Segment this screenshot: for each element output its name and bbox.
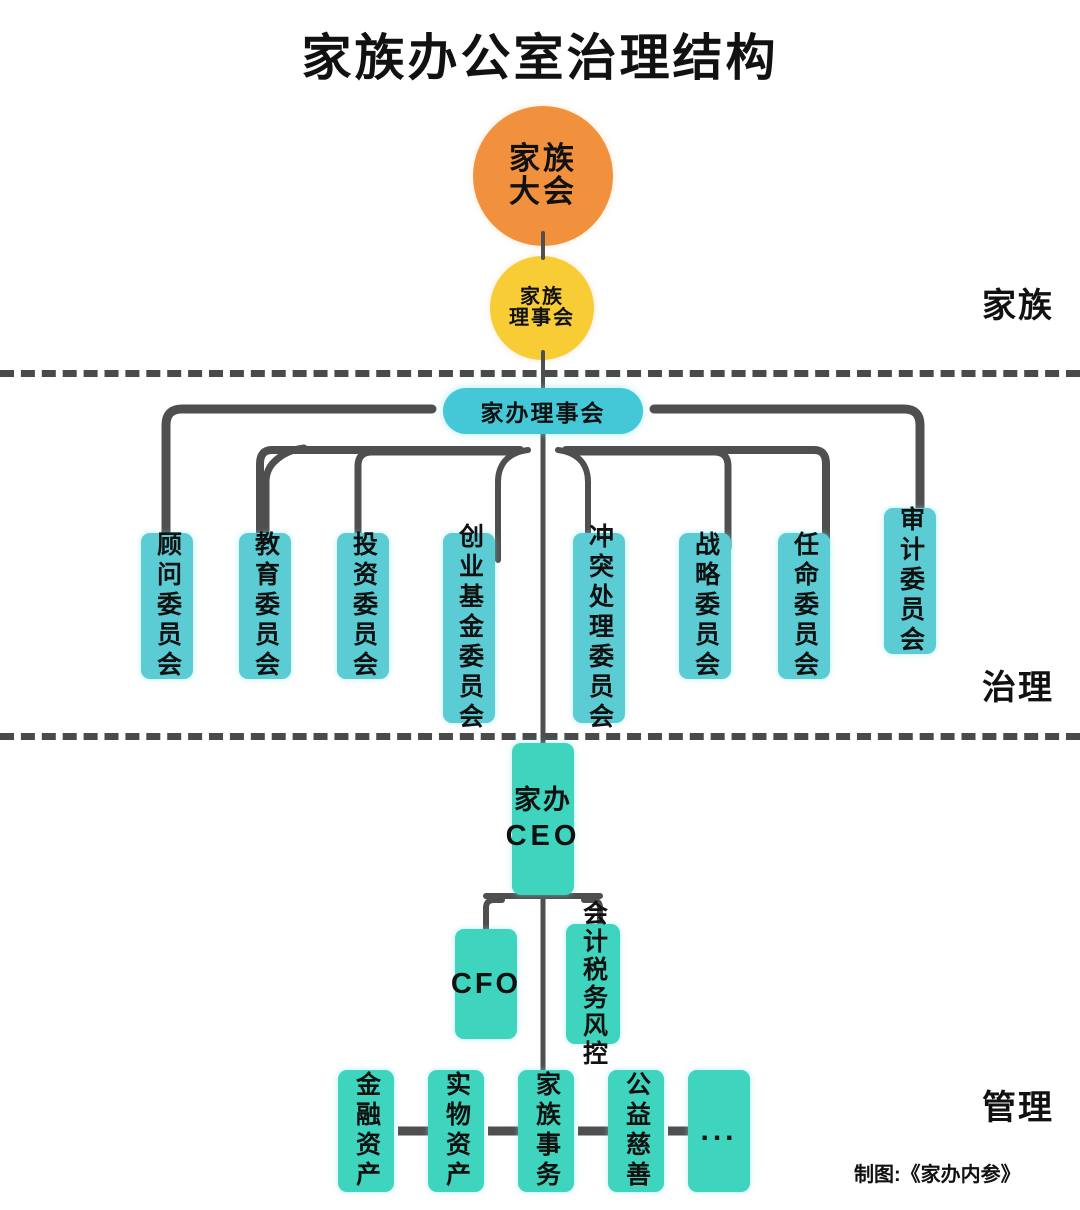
committee-appointment[interactable]: 任命委员会 (778, 531, 830, 681)
ceo-en-label: CEO (505, 819, 581, 852)
committee-venture-fund-label: 创业基金委员会 (455, 523, 484, 733)
family-assembly-line1: 家族 (509, 141, 577, 177)
ceo-cn-label: 家办 (514, 785, 572, 815)
family-assembly-line2: 大会 (509, 174, 577, 209)
committee-venture-fund[interactable]: 创业基金委员会 (443, 523, 495, 733)
family-council-line2: 理事会 (509, 307, 575, 329)
accounting-tax-risk-node[interactable]: 会计税务风控 (566, 900, 620, 1068)
function-family-affairs-label: 家族事务 (532, 1071, 561, 1191)
accounting-tax-risk-label: 会计税务风控 (579, 900, 608, 1068)
committee-investment[interactable]: 投资委员会 (337, 531, 389, 681)
committee-appointment-label: 任命委员会 (790, 531, 819, 681)
divider-governance-management (0, 733, 1080, 740)
cfo-label: CFO (450, 967, 522, 1000)
committee-conflict-resolution[interactable]: 冲突处理委员会 (573, 523, 625, 733)
page-title: 家族办公室治理结构 (301, 30, 779, 86)
family-office-ceo-node[interactable]: 家办 CEO (506, 743, 576, 895)
band-label-management: 管理 (982, 1089, 1054, 1127)
credit-label: 制图:《家办内参》 (854, 1164, 1021, 1186)
function-financial-assets[interactable]: 金融资产 (338, 1070, 394, 1192)
committee-strategy[interactable]: 战略委员会 (679, 531, 731, 681)
family-assembly-node[interactable]: 家族 大会 (473, 106, 613, 246)
function-philanthropy-label: 公益慈善 (622, 1071, 651, 1191)
committee-conflict-resolution-label: 冲突处理委员会 (585, 523, 614, 733)
committee-education-label: 教育委员会 (251, 531, 280, 681)
ceo-inner: 家办 CEO (506, 784, 581, 854)
function-more[interactable]: ... (688, 1070, 750, 1192)
family-council-line1: 家族 (520, 286, 564, 308)
function-physical-assets-label: 实物资产 (442, 1071, 471, 1191)
committee-audit[interactable]: 审计委员会 (884, 506, 936, 656)
band-label-family: 家族 (982, 287, 1054, 325)
function-financial-assets-label: 金融资产 (352, 1071, 381, 1191)
committee-advisory[interactable]: 顾问委员会 (141, 531, 193, 681)
cfo-node[interactable]: CFO (451, 929, 518, 1039)
family-council-node[interactable]: 家族 理事会 (490, 256, 594, 360)
family-office-board-node[interactable]: 家办理事会 (443, 388, 643, 434)
function-more-label: ... (700, 1114, 738, 1147)
function-family-affairs[interactable]: 家族事务 (518, 1070, 574, 1192)
committee-education[interactable]: 教育委员会 (239, 531, 291, 681)
function-physical-assets[interactable]: 实物资产 (428, 1070, 484, 1192)
committee-investment-label: 投资委员会 (349, 531, 378, 681)
family-office-board-label: 家办理事会 (480, 400, 606, 426)
committee-advisory-label: 顾问委员会 (153, 531, 182, 681)
committee-strategy-label: 战略委员会 (691, 531, 720, 681)
band-label-governance: 治理 (982, 669, 1054, 707)
committee-audit-label: 审计委员会 (896, 506, 925, 656)
function-philanthropy[interactable]: 公益慈善 (608, 1070, 664, 1192)
divider-family-governance (0, 370, 1080, 377)
